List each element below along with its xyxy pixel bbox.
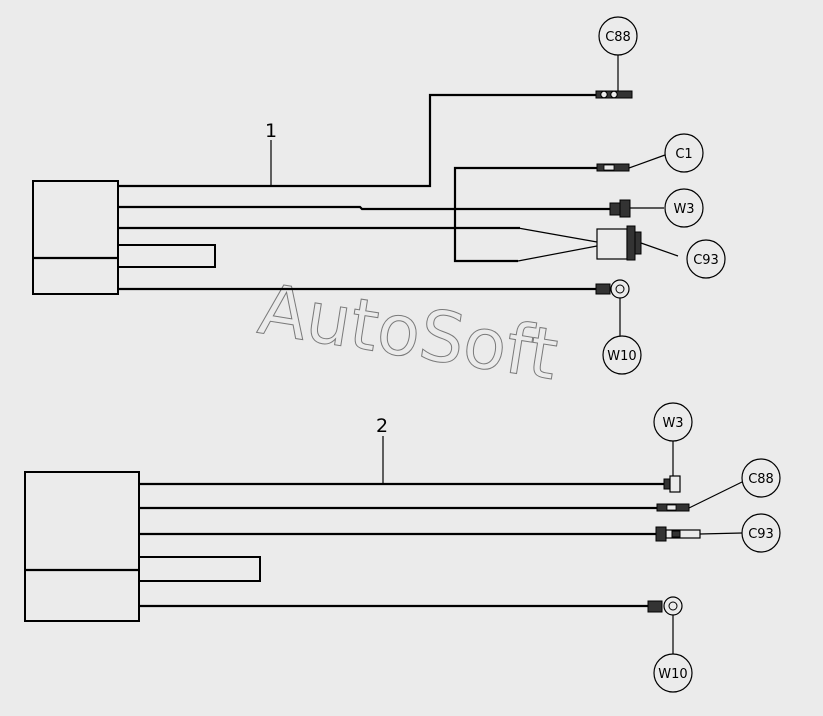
callout-2-w3: W3 (653, 402, 693, 442)
terminal-2-c93 (655, 526, 701, 542)
terminal-2-w3 (663, 475, 681, 493)
terminal-1-c88 (595, 90, 633, 99)
assembly-1-number: 1 (265, 120, 277, 142)
assembly-2-loop (138, 556, 261, 582)
svg-text:C1: C1 (675, 147, 692, 162)
wire-1-c1 (453, 166, 597, 263)
terminal-1-w10 (595, 279, 630, 299)
assembly-1: 1 C88 C1 W3 C93 W10 (32, 16, 726, 375)
assembly-2: 2 W3 C88 C93 W10 (24, 402, 781, 693)
svg-text:W10: W10 (607, 349, 636, 364)
terminal-1-w3 (609, 199, 631, 218)
callout-2-c93: C93 (741, 513, 781, 553)
terminal-2-c88 (656, 503, 690, 512)
wire-1-c88 (118, 93, 596, 188)
svg-text:W10: W10 (658, 667, 687, 682)
svg-text:C93: C93 (748, 527, 774, 542)
callout-2-c88: C88 (741, 458, 781, 498)
callout-1-w10: W10 (602, 335, 642, 375)
watermark: AutoSoft (253, 268, 563, 396)
callout-2-w10: W10 (653, 653, 693, 693)
terminal-1-c1 (596, 163, 630, 172)
callout-1-w3: W3 (664, 188, 704, 228)
svg-text:C93: C93 (693, 253, 719, 268)
assembly-1-loop (117, 244, 216, 268)
svg-text:W3: W3 (673, 202, 694, 217)
callout-1-c88: C88 (598, 16, 638, 56)
terminal-2-w10 (647, 596, 683, 616)
assembly-1-block (32, 180, 119, 295)
svg-text:W3: W3 (662, 416, 683, 431)
assembly-2-block (24, 471, 140, 622)
terminal-1-c93 (596, 225, 642, 261)
wire-1-w3 (118, 205, 610, 211)
callout-1-c93: C93 (686, 239, 726, 279)
svg-text:C88: C88 (605, 30, 631, 45)
callout-1-c1: C1 (664, 133, 704, 173)
svg-text:C88: C88 (748, 472, 774, 487)
assembly-2-number: 2 (376, 415, 388, 437)
